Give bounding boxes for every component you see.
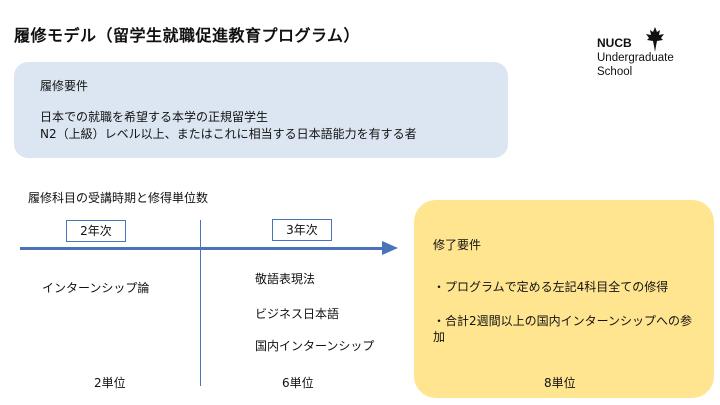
year2-label: 2年次 (66, 220, 126, 242)
course-internship-theory: インターンシップ論 (42, 281, 150, 295)
course-honorifics: 敬語表現法 (255, 272, 316, 286)
completion-item: ・プログラムで定める左記4科目全ての修得 (433, 280, 669, 294)
arrowhead-icon (382, 241, 398, 255)
logo-undergraduate: Undergraduate (597, 52, 674, 64)
year3-label: 3年次 (272, 219, 332, 241)
completion-heading: 修了要件 (433, 238, 482, 252)
requirement-line: N2（上級）レベル以上、またはこれに相当する日本語能力を有する者 (40, 127, 417, 141)
timeline-arrow (20, 247, 384, 250)
completion-box (414, 200, 714, 398)
subjects-heading: 履修科目の受講時期と修得単位数 (28, 191, 209, 205)
course-domestic-internship: 国内インターンシップ (255, 339, 375, 353)
year3-units: 6単位 (282, 376, 314, 390)
logo-school: School (597, 66, 633, 78)
year-divider (200, 220, 201, 386)
page-title: 履修モデル（留学生就職促進教育プログラム） (14, 26, 361, 45)
requirements-box (14, 62, 508, 158)
year2-units: 2単位 (94, 376, 126, 390)
course-business-japanese: ビジネス日本語 (255, 307, 340, 321)
requirements-heading: 履修要件 (40, 79, 89, 93)
completion-units: 8単位 (544, 376, 576, 390)
completion-item: ・合計2週間以上の国内インターンシップへの参加 (433, 314, 693, 344)
maple-leaf-icon (646, 27, 664, 52)
logo-nucb: NUCB (597, 36, 632, 50)
nucb-logo: NUCB Undergraduate School (597, 27, 707, 88)
requirement-line: 日本での就職を希望する本学の正規留学生 (40, 110, 269, 124)
